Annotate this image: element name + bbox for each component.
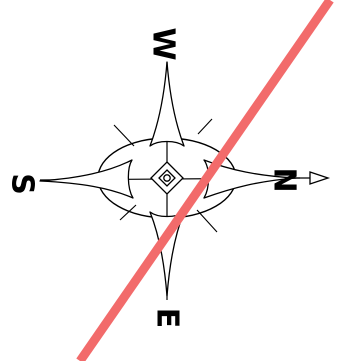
label-east: E	[150, 308, 185, 329]
compass-needles	[39, 61, 297, 297]
north-arrow-icon	[290, 171, 331, 185]
strike-through-slash	[76, 0, 334, 361]
label-north: N	[267, 167, 302, 192]
label-west: W	[146, 27, 181, 60]
compass-center	[150, 161, 184, 195]
label-south: S	[5, 173, 40, 195]
compass-ticks	[113, 118, 218, 233]
